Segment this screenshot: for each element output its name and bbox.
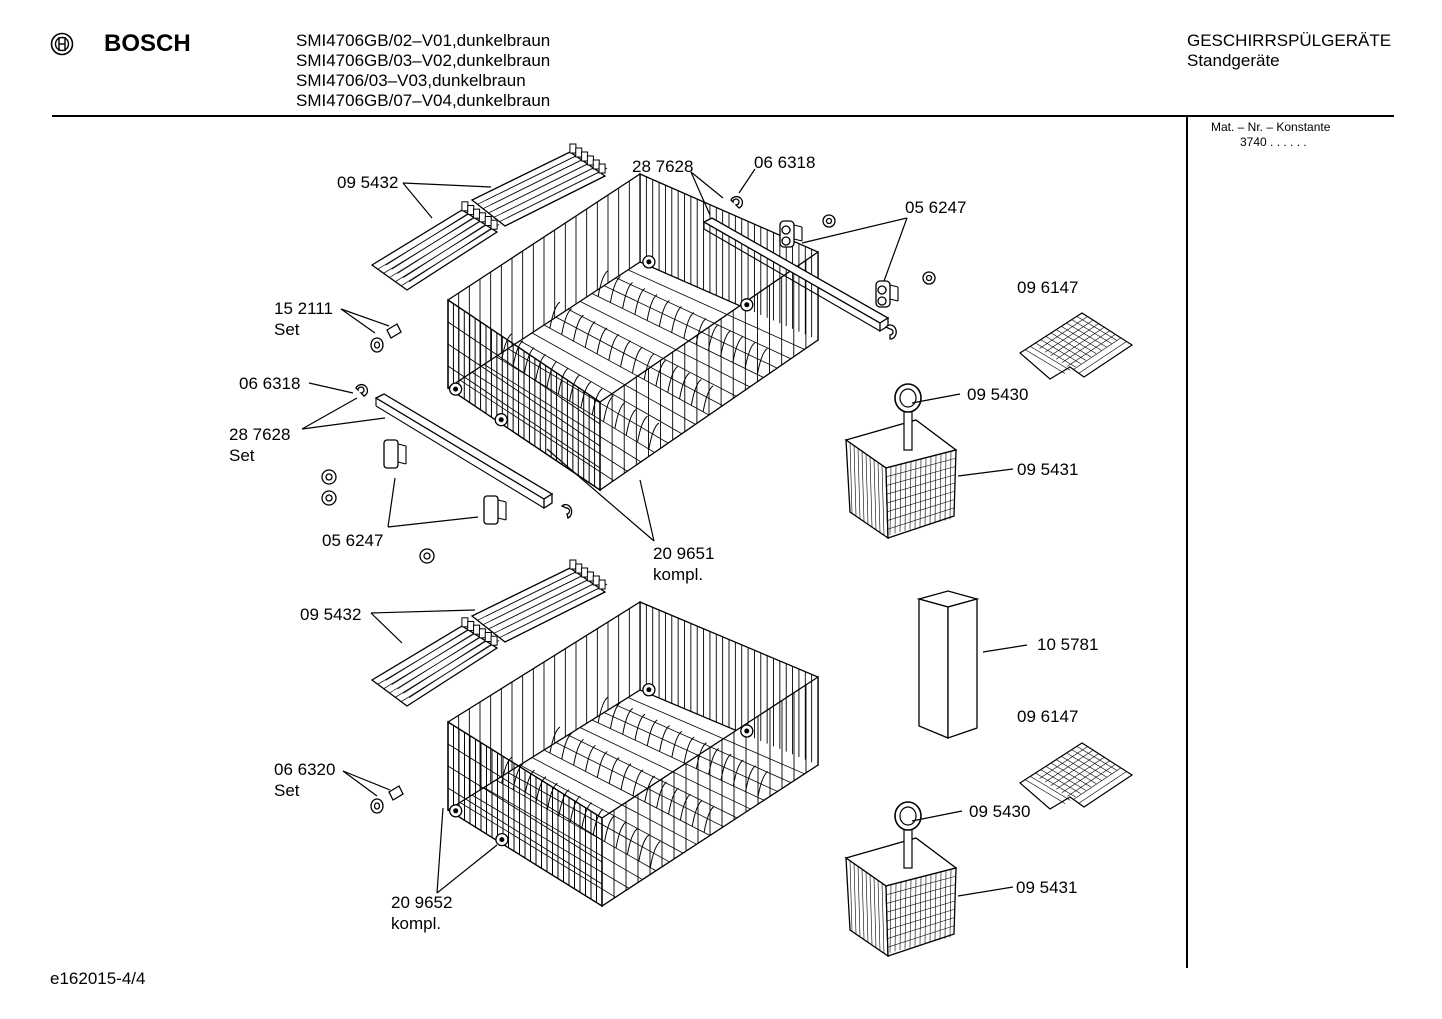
bosch-logo xyxy=(50,32,74,56)
part-label: 09 5431 xyxy=(1016,878,1078,897)
part-label: 05 6247 xyxy=(905,198,967,217)
clip-066318-left xyxy=(355,384,368,397)
cutlery-grid-lower xyxy=(1019,742,1134,810)
part-label: 15 2111 xyxy=(274,299,333,318)
document-id: e162015-4/4 xyxy=(50,969,146,988)
category-subtitle: Standgeräte xyxy=(1187,51,1280,70)
part-label: Set xyxy=(274,320,300,339)
roller-nuts xyxy=(321,214,936,564)
part-label: 06 6320 xyxy=(274,760,336,779)
clip-rail-end-left xyxy=(560,503,573,519)
part-label: Set xyxy=(274,781,300,800)
bracket-056247-4 xyxy=(483,495,507,525)
leader-lines xyxy=(301,168,1028,897)
rail-left xyxy=(374,393,554,510)
bosch-armature-logo-icon xyxy=(50,32,74,56)
cutlery-insert-105781 xyxy=(916,590,980,739)
part-label: 09 5430 xyxy=(967,385,1029,404)
roller-set-066320 xyxy=(370,785,404,814)
model-line: SMI4706GB/03–V02,dunkelbraun xyxy=(296,51,551,70)
part-label: 09 5432 xyxy=(337,173,399,192)
roller-set-152111 xyxy=(370,323,402,353)
part-label: 09 6147 xyxy=(1017,707,1079,726)
model-list: SMI4706GB/02–V01,dunkelbraun SMI4706GB/0… xyxy=(296,31,550,111)
model-line: SMI4706/03–V03,dunkelbraun xyxy=(296,71,526,90)
part-label: 09 5430 xyxy=(969,802,1031,821)
clip-rail-end-upper xyxy=(884,324,897,340)
bracket-056247-2 xyxy=(875,280,899,308)
part-label: kompl. xyxy=(653,565,704,584)
bracket-056247-3 xyxy=(383,439,407,469)
mat-nr-title: Mat. – Nr. – Konstante xyxy=(1211,120,1331,134)
model-line: SMI4706GB/02–V01,dunkelbraun xyxy=(296,31,551,50)
part-label: 06 6318 xyxy=(239,374,301,393)
part-label: 09 6147 xyxy=(1017,278,1079,297)
upper-basket xyxy=(447,172,819,492)
part-label: Set xyxy=(229,446,255,465)
cup-rack-lower-right xyxy=(470,559,608,643)
part-label: 28 7628 xyxy=(229,425,291,444)
part-label: 05 6247 xyxy=(322,531,384,550)
category-block: GESCHIRRSPÜLGERÄTE Standgeräte xyxy=(1187,31,1391,71)
part-label: 20 9651 xyxy=(653,544,715,563)
model-line: SMI4706GB/07–V04,dunkelbraun xyxy=(296,91,551,110)
cup-rack-upper-left xyxy=(370,201,500,291)
part-label: 28 7628 xyxy=(632,157,694,176)
bracket-056247-1 xyxy=(779,220,803,248)
cutlery-grid-upper xyxy=(1019,312,1134,380)
part-label: kompl. xyxy=(391,914,442,933)
clip-066318-upper xyxy=(730,196,743,209)
part-label: 06 6318 xyxy=(754,153,816,172)
part-label: 09 5432 xyxy=(300,605,362,624)
cutlery-basket-lower xyxy=(844,801,958,958)
lower-basket xyxy=(447,600,819,908)
rail-upper xyxy=(702,217,890,333)
part-label: 09 5431 xyxy=(1017,460,1079,479)
part-label: 10 5781 xyxy=(1037,635,1099,654)
cutlery-basket-upper xyxy=(844,383,958,540)
cup-rack-lower-left xyxy=(370,617,500,707)
part-label: 20 9652 xyxy=(391,893,453,912)
category-title: GESCHIRRSPÜLGERÄTE xyxy=(1187,31,1392,50)
cup-rack-upper-right xyxy=(470,143,608,227)
brand-name: BOSCH xyxy=(104,30,191,57)
mat-nr-value: 3740 . . . . . . xyxy=(1240,135,1307,149)
